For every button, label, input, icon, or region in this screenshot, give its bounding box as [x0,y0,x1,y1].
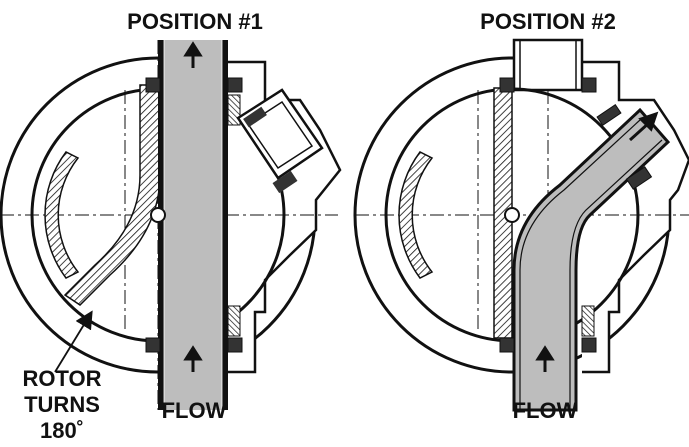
rotor-note-line3: 180˚ [40,418,84,443]
flow-tube-bend-2 [512,107,671,412]
position-1-panel: POSITION #1 [0,9,342,443]
rotor-note-line2: TURNS [24,392,100,417]
upper-stub-2 [512,38,584,92]
curved-passage-1 [63,84,161,306]
rotor-seal-arc-left-2 [398,151,434,279]
rotor-note-line1: ROTOR [22,366,101,391]
flow-arrows-1 [183,41,203,372]
rotor-turns-note: ROTOR TURNS 180˚ [22,310,102,443]
rotor-seal-arc-left-1 [44,151,80,279]
seals-1 [145,77,243,353]
seals-2 [499,77,653,353]
flow-arrows-2 [535,111,659,372]
flow-label-2: FLOW [513,398,578,423]
position-2-title: POSITION #2 [480,9,616,34]
position-2-panel: POSITION #2 [353,9,689,423]
position-1-title: POSITION #1 [127,9,263,34]
side-port-1 [236,88,324,194]
pivot-2 [504,207,520,223]
flow-label-1: FLOW [162,398,227,423]
pivot-1 [150,207,166,223]
